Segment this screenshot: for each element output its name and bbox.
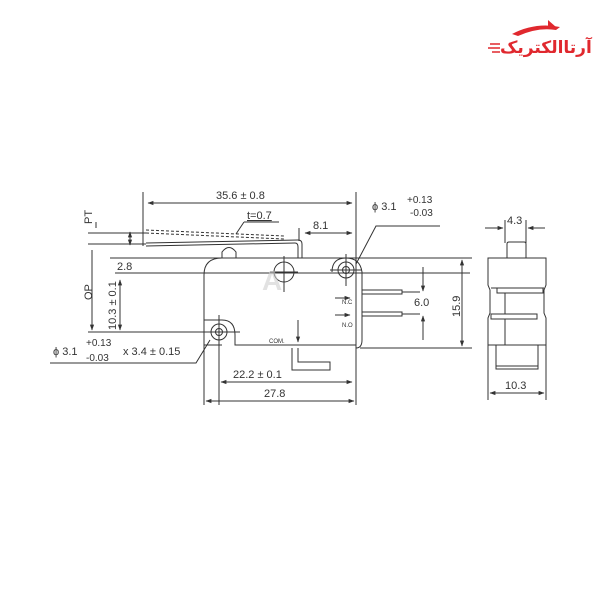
dim-terminal-spacing: 6.0	[414, 297, 429, 309]
front-view	[50, 192, 472, 405]
logo-text: آرتاالکتریک	[500, 36, 593, 58]
watermark-icon: A	[262, 265, 282, 296]
speed-lines-icon	[488, 43, 500, 53]
brand-logo: آرتاالکتریک	[488, 20, 593, 58]
label-pt: PT	[83, 210, 95, 224]
lightning-swoosh-icon	[512, 20, 560, 36]
dim-lever-offset: 8.1	[313, 220, 328, 232]
front-view-labels: 35.6 ± 0.8 t=0.7 8.1 PT OP 2.8 10.3 ± 0.…	[53, 190, 463, 400]
hole-top-tol-plus: +0.13	[407, 195, 433, 206]
dim-op-height: 10.3 ± 0.1	[107, 281, 119, 330]
terminal-nc-label: N.C	[342, 300, 353, 306]
dim-lever-thickness: t=0.7	[247, 210, 272, 222]
dim-side-width: 10.3	[505, 380, 526, 392]
terminal-no-label: N.O	[342, 323, 353, 329]
label-op: OP	[83, 284, 95, 300]
side-view	[485, 220, 547, 400]
dim-body-height: 15.9	[451, 296, 463, 317]
terminal-com-label: COM.	[269, 339, 285, 345]
dim-plunger-width: 4.3	[507, 215, 522, 227]
hole-top-tol-minus: -0.03	[410, 208, 433, 219]
dim-step-height: 2.8	[117, 261, 132, 273]
hole-bottom-tol-plus: +0.13	[86, 338, 112, 349]
dim-hole-spacing: 22.2 ± 0.1	[233, 369, 282, 381]
dim-lever-length: 35.6 ± 0.8	[216, 190, 265, 202]
hole-bottom-tol-minus: -0.03	[86, 353, 109, 364]
hole-top-diameter: ϕ 3.1	[372, 201, 397, 213]
hole-bottom-diameter: ϕ 3.1	[53, 346, 78, 358]
dim-body-length: 27.8	[264, 388, 285, 400]
side-view-labels: 4.3 10.3	[505, 215, 526, 392]
hole-bottom-slot: x 3.4 ± 0.15	[123, 346, 180, 358]
